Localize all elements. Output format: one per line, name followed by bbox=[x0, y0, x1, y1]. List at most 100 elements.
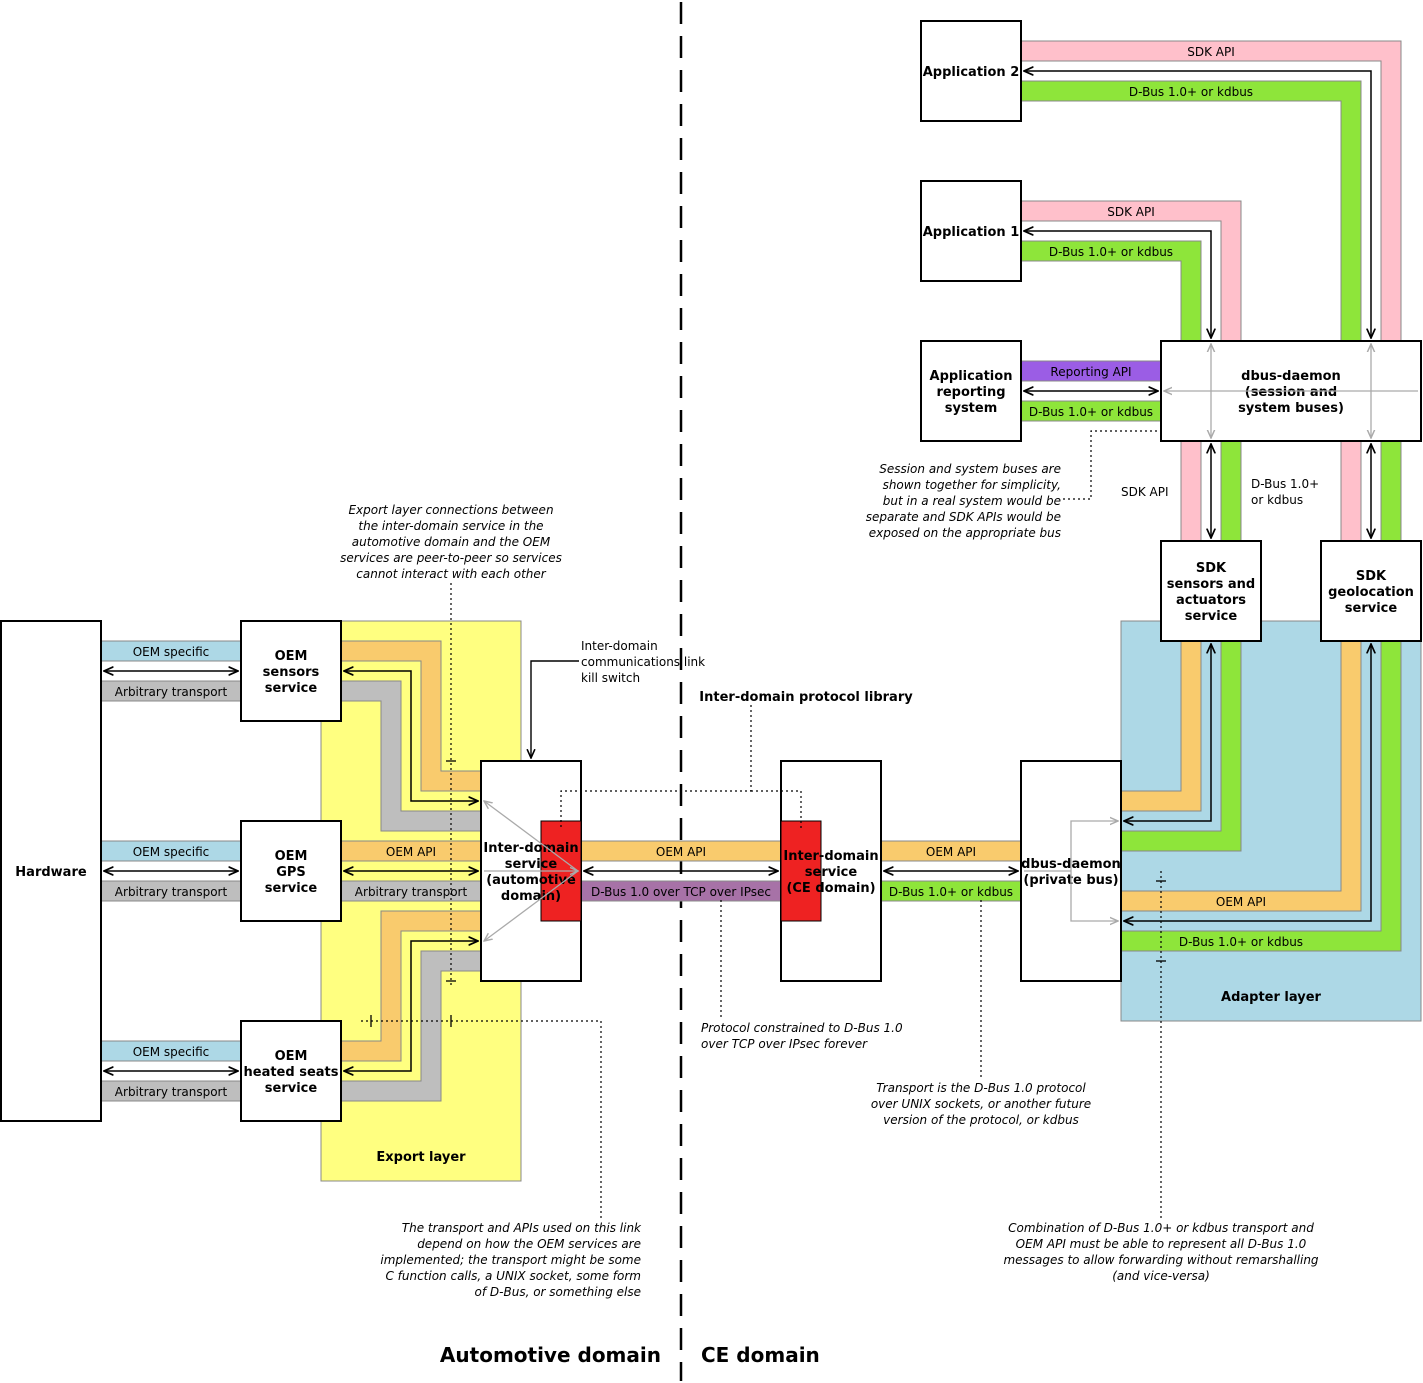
svg-text:Reporting API: Reporting API bbox=[1050, 365, 1131, 379]
svg-text:over TCP over IPsec forever: over TCP over IPsec forever bbox=[701, 1037, 868, 1051]
reporting-bands: Reporting API D-Bus 1.0+ or kdbus bbox=[1020, 360, 1162, 422]
svg-text:Protocol constrained to D-Bus: Protocol constrained to D-Bus 1.0 bbox=[701, 1021, 903, 1035]
svg-text:shown together for simplicity,: shown together for simplicity, bbox=[883, 478, 1061, 492]
svg-text:Export layer connections betwe: Export layer connections between bbox=[348, 503, 553, 517]
svg-text:Inter-domain: Inter-domain bbox=[783, 849, 878, 864]
svg-text:(session and: (session and bbox=[1245, 385, 1337, 400]
svg-text:depend on how the OEM services: depend on how the OEM services are bbox=[417, 1237, 641, 1251]
svg-text:SDK API: SDK API bbox=[1121, 485, 1169, 499]
svg-text:system: system bbox=[945, 401, 998, 416]
svg-text:domain): domain) bbox=[501, 889, 561, 904]
app1-bands: SDK API D-Bus 1.0+ or kdbus bbox=[1020, 200, 1242, 342]
svg-text:geolocation: geolocation bbox=[1328, 585, 1414, 600]
svg-text:D-Bus 1.0 over TCP over IPsec: D-Bus 1.0 over TCP over IPsec bbox=[591, 885, 771, 899]
svg-text:exposed on the appropriate bus: exposed on the appropriate bus bbox=[869, 526, 1061, 540]
svg-text:service: service bbox=[265, 1081, 318, 1096]
svg-text:(and vice-versa): (and vice-versa) bbox=[1112, 1269, 1210, 1283]
svg-text:D-Bus 1.0+ or kdbus: D-Bus 1.0+ or kdbus bbox=[1179, 935, 1303, 949]
svg-text:D-Bus 1.0+ or kdbus: D-Bus 1.0+ or kdbus bbox=[1029, 405, 1153, 419]
svg-text:service: service bbox=[265, 681, 318, 696]
svg-text:D-Bus 1.0+ or kdbus: D-Bus 1.0+ or kdbus bbox=[889, 885, 1013, 899]
ce-private-link: OEM API D-Bus 1.0+ or kdbus bbox=[880, 840, 1022, 902]
export-layer-label: Export layer bbox=[376, 1150, 466, 1165]
svg-text:C function calls, a UNIX socke: C function calls, a UNIX socket, some fo… bbox=[385, 1269, 641, 1283]
svg-text:Transport is the D-Bus 1.0 pro: Transport is the D-Bus 1.0 protocol bbox=[876, 1081, 1086, 1095]
svg-text:OEM: OEM bbox=[275, 649, 308, 664]
svg-text:Arbitrary transport: Arbitrary transport bbox=[115, 885, 228, 899]
svg-text:OEM: OEM bbox=[275, 1049, 308, 1064]
adapter-layer-label: Adapter layer bbox=[1221, 990, 1322, 1005]
svg-text:reporting: reporting bbox=[936, 385, 1005, 400]
svg-text:service: service bbox=[265, 881, 318, 896]
svg-text:automotive domain and the OEM: automotive domain and the OEM bbox=[352, 535, 551, 549]
svg-text:of D-Bus, or something else: of D-Bus, or something else bbox=[475, 1285, 641, 1299]
export-bands-seats bbox=[340, 910, 482, 1102]
protocol-library-block bbox=[780, 820, 822, 922]
svg-text:separate and SDK APIs would be: separate and SDK APIs would be bbox=[866, 510, 1061, 524]
svg-text:(automotive: (automotive bbox=[486, 873, 576, 888]
svg-text:or kdbus: or kdbus bbox=[1251, 493, 1303, 507]
interdomain-ce-box: Inter-domain service (CE domain) bbox=[780, 760, 882, 982]
svg-text:heated seats: heated seats bbox=[244, 1065, 339, 1080]
application-reporting-box: Application reporting system bbox=[920, 340, 1022, 442]
svg-text:Inter-domain: Inter-domain bbox=[483, 841, 578, 856]
annotation-ticks bbox=[370, 760, 1166, 1027]
note-session-buses: Session and system buses are shown toget… bbox=[866, 462, 1061, 540]
note-export-peer: Export layer connections between the int… bbox=[340, 503, 562, 581]
svg-text:The transport and APIs used on: The transport and APIs used on this link bbox=[402, 1221, 642, 1235]
svg-text:Combination of D-Bus 1.0+ or k: Combination of D-Bus 1.0+ or kdbus trans… bbox=[1008, 1221, 1314, 1235]
svg-text:SDK API: SDK API bbox=[1107, 205, 1155, 219]
note-kill-switch: Inter-domain communications link kill sw… bbox=[581, 639, 705, 685]
internal-routing bbox=[484, 344, 1418, 941]
note-transport: Transport is the D-Bus 1.0 protocol over… bbox=[871, 1081, 1091, 1127]
svg-text:service: service bbox=[505, 857, 558, 872]
interdomain-link: OEM API D-Bus 1.0 over TCP over IPsec bbox=[580, 840, 782, 902]
svg-text:Arbitrary transport: Arbitrary transport bbox=[355, 885, 468, 899]
svg-text:(CE domain): (CE domain) bbox=[786, 881, 875, 896]
svg-text:OEM API: OEM API bbox=[656, 845, 706, 859]
svg-text:Application 1: Application 1 bbox=[923, 225, 1020, 240]
kill-switch-leader bbox=[531, 660, 579, 758]
svg-text:dbus-daemon: dbus-daemon bbox=[1241, 369, 1341, 384]
application-2-box: Application 2 bbox=[920, 20, 1022, 122]
sdk-sensors-box: SDK sensors and actuators service bbox=[1160, 540, 1262, 642]
svg-text:sensors: sensors bbox=[263, 665, 320, 680]
svg-text:service: service bbox=[1345, 601, 1398, 616]
svg-text:over UNIX sockets, or another: over UNIX sockets, or another future bbox=[871, 1097, 1091, 1111]
svg-text:D-Bus 1.0+ or kdbus: D-Bus 1.0+ or kdbus bbox=[1049, 245, 1173, 259]
svg-text:SDK API: SDK API bbox=[1187, 45, 1235, 59]
hardware-box: Hardware bbox=[0, 620, 102, 1122]
note-link-transport: The transport and APIs used on this link… bbox=[380, 1221, 642, 1299]
svg-text:Inter-domain: Inter-domain bbox=[581, 639, 658, 653]
hardware-links: OEM specific Arbitrary transport OEM spe… bbox=[100, 640, 242, 1102]
svg-text:sensors and: sensors and bbox=[1167, 577, 1256, 592]
svg-text:but in a real system would be: but in a real system would be bbox=[883, 494, 1061, 508]
svg-text:the inter-domain service in th: the inter-domain service in the bbox=[358, 519, 543, 533]
sdk-geolocation-box: SDK geolocation service bbox=[1320, 540, 1422, 642]
svg-text:Arbitrary transport: Arbitrary transport bbox=[115, 1085, 228, 1099]
svg-text:Session and system buses are: Session and system buses are bbox=[879, 462, 1061, 476]
svg-text:OEM API must be able to repres: OEM API must be able to represent all D-… bbox=[1016, 1237, 1307, 1251]
oem-gps-box: OEM GPS service bbox=[240, 820, 342, 922]
application-1-box: Application 1 bbox=[920, 180, 1022, 282]
domain-label-automotive: Automotive domain bbox=[440, 1343, 661, 1367]
sdk-session-bands: SDK API D-Bus 1.0+ or kdbus bbox=[1121, 440, 1402, 542]
oem-sensors-box: OEM sensors service bbox=[240, 620, 342, 722]
svg-text:messages to allow forwarding w: messages to allow forwarding without rem… bbox=[1003, 1253, 1318, 1267]
svg-text:service: service bbox=[1185, 609, 1238, 624]
svg-text:implemented; the transport mig: implemented; the transport might be some bbox=[380, 1253, 641, 1267]
svg-text:actuators: actuators bbox=[1176, 593, 1246, 608]
annotation-leaders bbox=[361, 430, 1162, 1218]
svg-text:services are peer-to-peer so s: services are peer-to-peer so services bbox=[340, 551, 562, 565]
svg-text:Hardware: Hardware bbox=[15, 865, 87, 880]
oem-heated-seats-box: OEM heated seats service bbox=[240, 1020, 342, 1122]
svg-text:Application 2: Application 2 bbox=[923, 65, 1020, 80]
svg-text:service: service bbox=[805, 865, 858, 880]
svg-text:Arbitrary transport: Arbitrary transport bbox=[115, 685, 228, 699]
svg-text:GPS: GPS bbox=[276, 865, 306, 880]
svg-text:OEM: OEM bbox=[275, 849, 308, 864]
svg-text:OEM specific: OEM specific bbox=[133, 1045, 210, 1059]
svg-text:OEM specific: OEM specific bbox=[133, 845, 210, 859]
export-bands-gps: OEM API Arbitrary transport bbox=[340, 840, 482, 902]
